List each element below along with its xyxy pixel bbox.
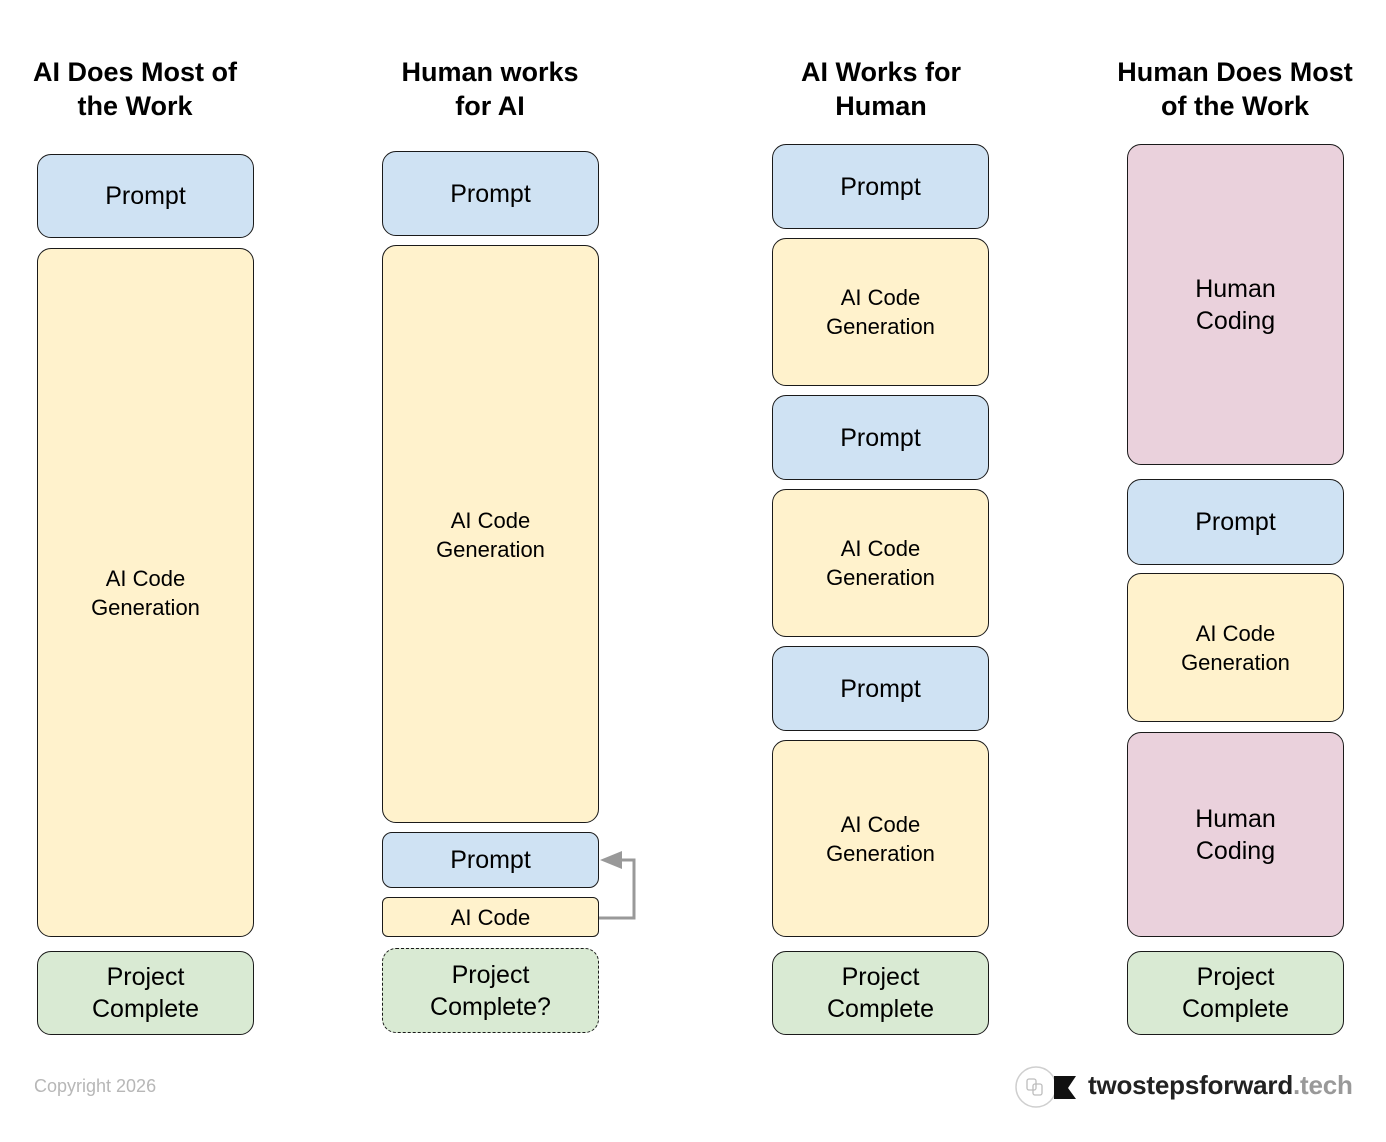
col3-project-complete-box: Project Complete xyxy=(772,951,989,1035)
brand-name-main: twostepsforward xyxy=(1088,1070,1294,1100)
retry-loop-arrow-icon xyxy=(599,851,636,920)
col2-prompt-retry-box: Prompt xyxy=(382,832,599,888)
column-title-human-works-for-ai: Human works for AI xyxy=(401,57,579,121)
col4-ai-code-generation-box: AI Code Generation xyxy=(1127,573,1344,722)
col3-ai-code-generation-box-1: AI Code Generation xyxy=(772,238,989,386)
copyright-text: Copyright 2026 xyxy=(34,1076,157,1096)
col4-prompt-box: Prompt xyxy=(1127,479,1344,565)
brand-name: twostepsforward.tech xyxy=(1088,1070,1353,1101)
brand-logo-icon xyxy=(1015,1066,1076,1108)
col2-project-complete-question-box: Project Complete? xyxy=(382,948,599,1033)
col3-prompt-box-3: Prompt xyxy=(772,646,989,731)
col3-prompt-box-1: Prompt xyxy=(772,144,989,229)
col3-ai-code-generation-box-3: AI Code Generation xyxy=(772,740,989,937)
col3-ai-code-generation-box-2: AI Code Generation xyxy=(772,489,989,637)
col1-prompt-box: Prompt xyxy=(37,154,254,238)
column-title-ai-does-most: AI Does Most of the Work xyxy=(32,57,237,121)
col1-ai-code-generation-box: AI Code Generation xyxy=(37,248,254,937)
col2-ai-code-retry-box: AI Code xyxy=(382,897,599,937)
col1-project-complete-box: Project Complete xyxy=(37,951,254,1035)
col3-prompt-box-2: Prompt xyxy=(772,395,989,480)
col2-ai-code-generation-box: AI Code Generation xyxy=(382,245,599,823)
column-title-human-does-most: Human Does Most of the Work xyxy=(1117,57,1353,121)
col4-project-complete-box: Project Complete xyxy=(1127,951,1344,1035)
col4-human-coding-box-1: Human Coding xyxy=(1127,144,1344,465)
col4-human-coding-box-2: Human Coding xyxy=(1127,732,1344,937)
column-title-ai-works-for-human: AI Works for Human xyxy=(800,57,962,121)
col2-prompt-box: Prompt xyxy=(382,151,599,236)
brand-name-tld: .tech xyxy=(1293,1070,1353,1100)
